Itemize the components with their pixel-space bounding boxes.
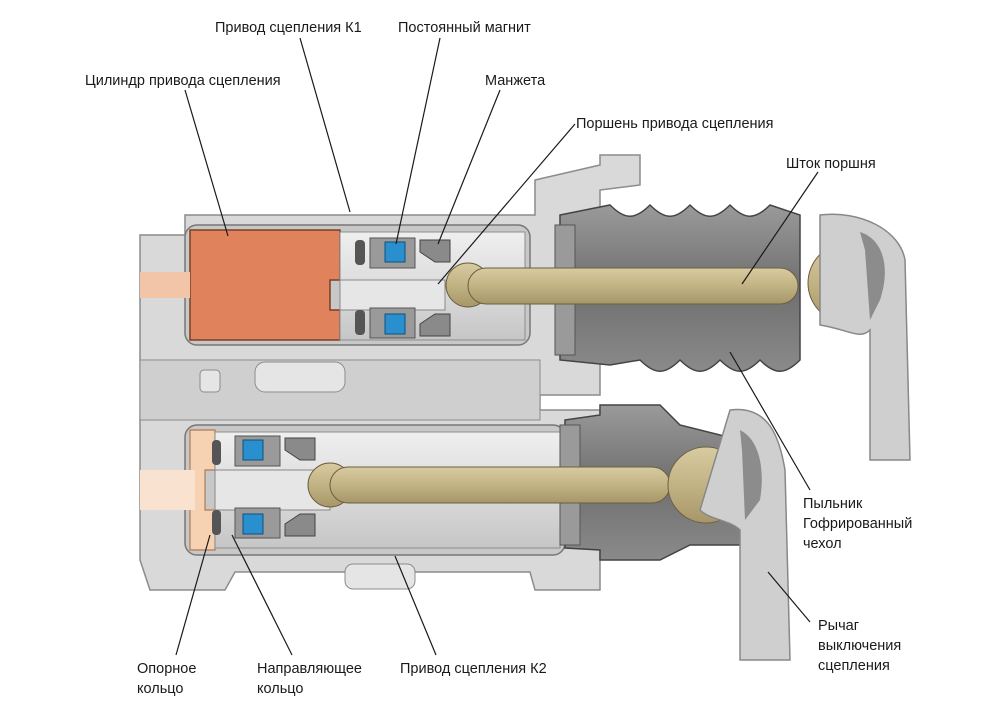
permanent-magnet-k1-top xyxy=(384,241,406,263)
label-clutch-piston: Поршень привода сцепления xyxy=(576,116,774,132)
label-dust-boot: Пыльник Гофрированный чехол xyxy=(803,496,913,552)
leader-clutch-drive-k2 xyxy=(394,555,437,656)
label-guide-ring: Направляющее кольцо xyxy=(257,661,362,697)
leader-dust-boot xyxy=(729,351,811,491)
label-piston-rod: Шток поршня xyxy=(786,156,876,172)
label-permanent-magnet: Постоянный магнит xyxy=(398,20,531,36)
leader-cuff xyxy=(437,89,501,245)
release-lever-upper xyxy=(819,213,911,461)
leader-clutch-piston xyxy=(437,123,576,285)
piston-seals-k1 xyxy=(355,237,451,339)
leader-guide-ring xyxy=(231,534,293,656)
piston-seals-k2 xyxy=(212,435,316,539)
leader-permanent-magnet xyxy=(395,37,441,245)
label-support-ring: Опорное кольцо xyxy=(137,661,197,697)
release-lever-lower xyxy=(699,408,791,661)
leader-clutch-drive-k1 xyxy=(299,37,351,213)
leader-piston-rod xyxy=(741,171,819,285)
label-cuff: Манжета xyxy=(485,73,546,89)
label-clutch-drive-k2: Привод сцепления К2 xyxy=(400,661,547,677)
label-release-lever: Рычаг выключения сцепления xyxy=(818,618,902,674)
leader-support-ring xyxy=(175,534,211,656)
label-clutch-drive-k1: Привод сцепления К1 xyxy=(215,20,362,36)
leader-release-lever xyxy=(767,571,811,623)
leader-lines xyxy=(175,37,819,656)
label-clutch-cylinder: Цилиндр привода сцепления xyxy=(85,73,281,89)
leader-clutch-cylinder xyxy=(184,89,229,237)
permanent-magnet-k1-bottom xyxy=(384,313,406,335)
